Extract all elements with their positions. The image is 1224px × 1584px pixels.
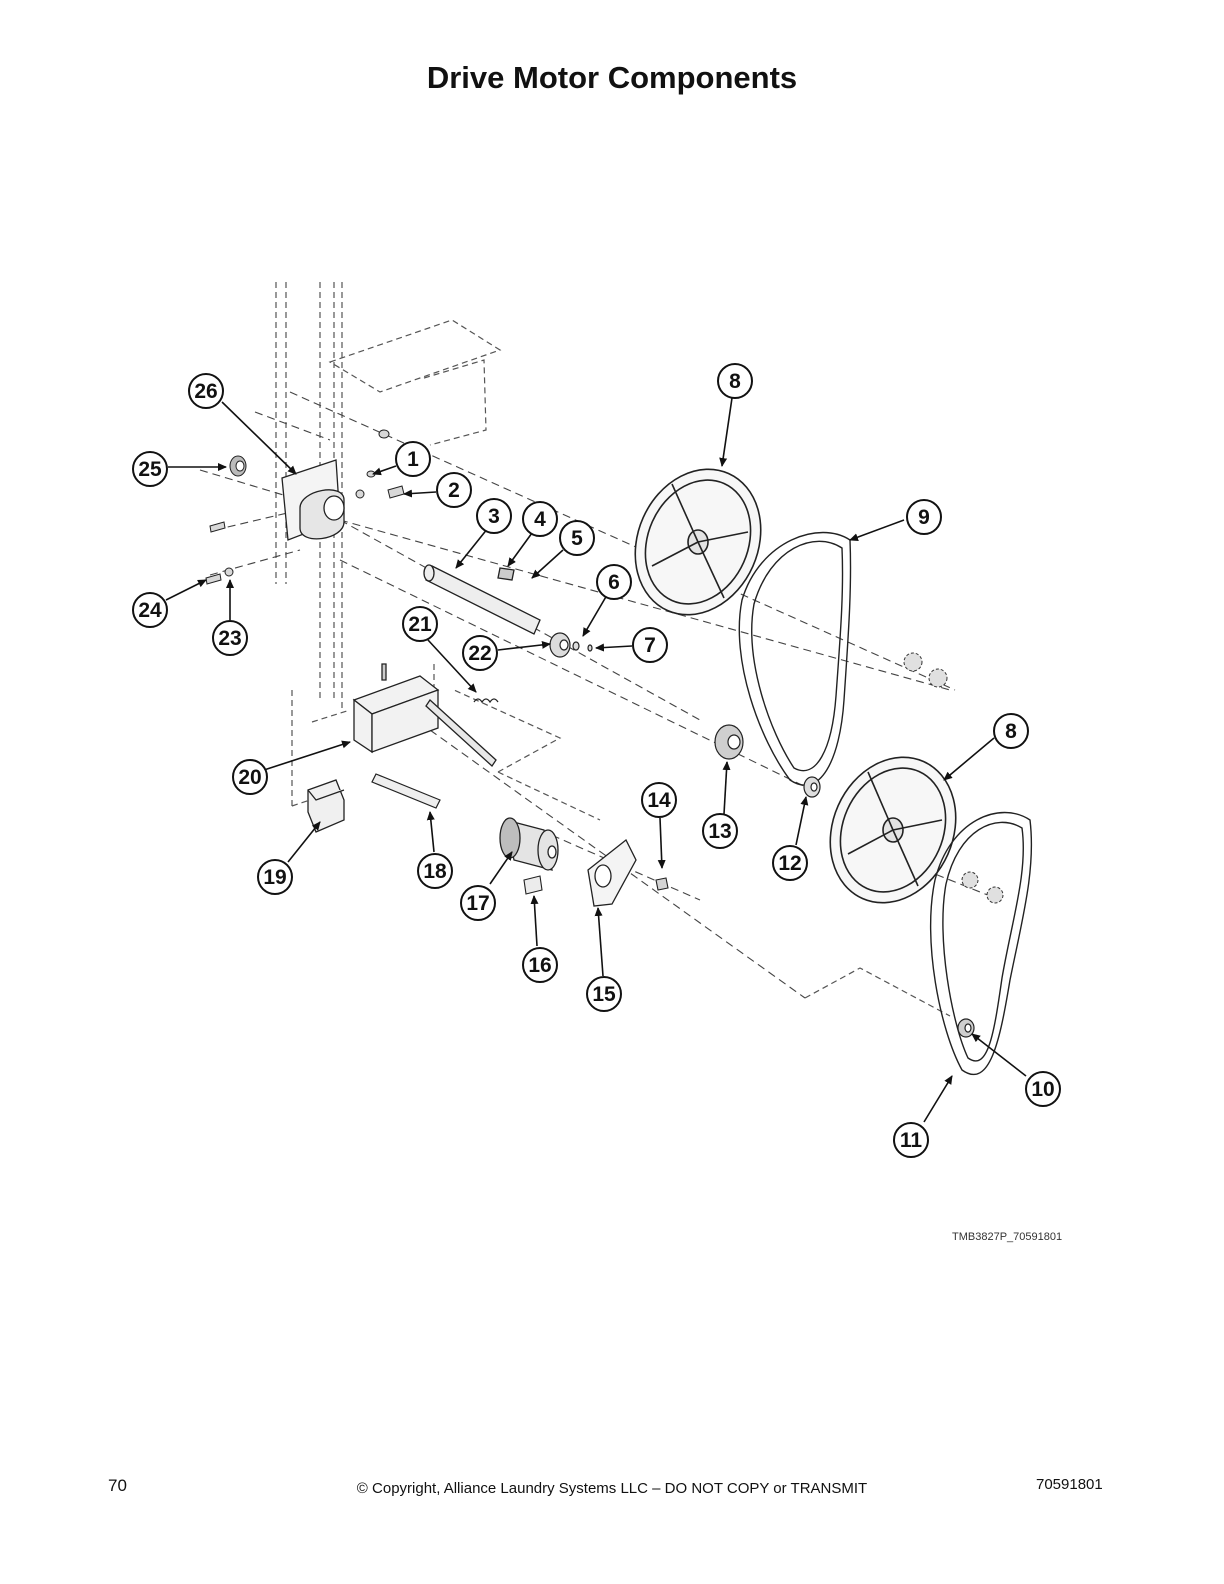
callout-label-9: 9 — [918, 506, 930, 529]
callout-17 — [460, 885, 496, 921]
callout-label-16: 16 — [528, 954, 551, 977]
callout-1 — [395, 441, 431, 477]
callout-3 — [476, 498, 512, 534]
idler-pulley — [957, 1018, 975, 1038]
callout-13 — [702, 813, 738, 849]
callout-label-2: 2 — [448, 479, 460, 502]
callout-label-8a: 8 — [729, 370, 741, 393]
callout-8b — [993, 713, 1029, 749]
bearing-housing — [281, 459, 345, 541]
motor-clip — [523, 875, 543, 895]
callout-18 — [417, 853, 453, 889]
callout-label-6: 6 — [608, 571, 620, 594]
large-pulley-upper — [634, 468, 762, 616]
callout-8a — [717, 363, 753, 399]
callout-26 — [188, 373, 224, 409]
callout-9 — [906, 499, 942, 535]
callout-4 — [522, 501, 558, 537]
drive-motor — [499, 817, 559, 871]
callout-20 — [232, 759, 268, 795]
hub-and-washers — [549, 632, 593, 658]
pulley-spacer — [803, 776, 821, 798]
motor-mount-bracket — [352, 663, 497, 767]
callout-label-4: 4 — [534, 508, 546, 531]
callout-11 — [893, 1122, 929, 1158]
tension-spring — [473, 698, 499, 704]
callout-label-21: 21 — [408, 613, 432, 636]
callout-label-23: 23 — [218, 627, 241, 650]
callout-label-11: 11 — [900, 1129, 923, 1152]
machine-frame-outline — [275, 282, 951, 1017]
callout-label-8b: 8 — [1005, 720, 1017, 743]
motor-nut — [655, 877, 669, 891]
callout-label-15: 15 — [592, 983, 616, 1006]
callout-label-3: 3 — [488, 505, 500, 528]
callout-16 — [522, 947, 558, 983]
callout-6 — [596, 564, 632, 600]
footer-page-number: 70 — [108, 1476, 127, 1495]
footer-document-number: 70591801 — [1036, 1476, 1103, 1493]
motor-end-plate — [587, 838, 637, 907]
callout-label-10: 10 — [1031, 1078, 1054, 1101]
callout-label-5: 5 — [571, 527, 583, 550]
callout-label-20: 20 — [238, 766, 261, 789]
drive-shaft — [423, 564, 541, 635]
callout-label-12: 12 — [778, 852, 801, 875]
drawing-id: TMB3827P_70591801 — [952, 1231, 1063, 1243]
callout-label-7: 7 — [644, 634, 656, 657]
callout-25 — [132, 451, 168, 487]
callout-label-22: 22 — [468, 642, 491, 665]
drive-belt-lower — [930, 811, 1033, 1076]
belt-hub-hardware — [903, 652, 1004, 904]
page-title: Drive Motor Components — [426, 60, 798, 95]
large-pulley-lower — [829, 756, 957, 904]
motor-pulley — [714, 724, 744, 760]
callout-label-18: 18 — [423, 860, 447, 883]
callout-label-13: 13 — [708, 820, 731, 843]
callout-label-24: 24 — [138, 599, 162, 622]
capacitor-box — [307, 779, 345, 833]
drive-belt-upper — [738, 531, 852, 786]
callout-label-25: 25 — [138, 458, 162, 481]
callout-10 — [1025, 1071, 1061, 1107]
callout-leaders — [165, 397, 1027, 1123]
callout-label-17: 17 — [466, 892, 489, 915]
bracket-strip — [371, 773, 441, 809]
callout-23 — [212, 620, 248, 656]
footer-copyright: © Copyright, Alliance Laundry Systems LL… — [356, 1480, 868, 1497]
callout-label-26: 26 — [194, 380, 217, 403]
callout-2 — [436, 472, 472, 508]
callout-7 — [632, 627, 668, 663]
callout-19 — [257, 859, 293, 895]
callout-12 — [772, 845, 808, 881]
callout-5 — [559, 520, 595, 556]
callout-15 — [586, 976, 622, 1012]
callout-14 — [641, 782, 677, 818]
callout-24 — [132, 592, 168, 628]
callout-label-1: 1 — [407, 448, 419, 471]
callout-circles — [132, 363, 1061, 1158]
callout-22 — [462, 635, 498, 671]
callout-21 — [402, 606, 438, 642]
callout-label-14: 14 — [647, 789, 671, 812]
callout-label-19: 19 — [263, 866, 286, 889]
